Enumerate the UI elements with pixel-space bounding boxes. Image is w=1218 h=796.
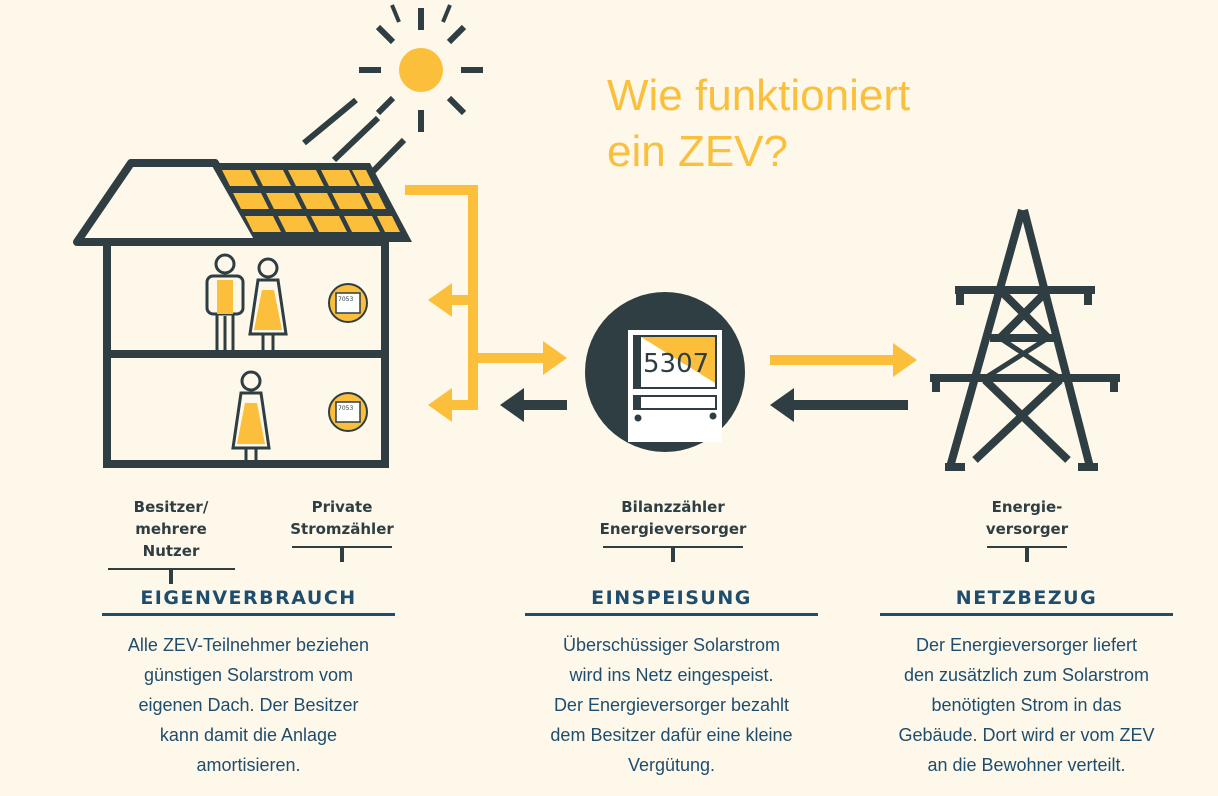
title-line-2: ein ZEV?: [607, 127, 788, 176]
sun-icon: [302, 4, 483, 218]
solar-flow-arrows: [405, 185, 917, 422]
label-supplier: Energie- versorger: [977, 496, 1077, 562]
private-meter-display: 7053: [338, 296, 353, 303]
label-private-meters: Private Stromzähler: [287, 496, 397, 562]
title-line-1: Wie funktioniert: [607, 71, 911, 120]
grid-flow-arrows: [500, 388, 908, 422]
balance-meter-icon: 5307: [585, 292, 745, 452]
label-owner: Besitzer/ mehrere Nutzer: [105, 496, 237, 584]
house-illustration: 7053 7053: [73, 159, 412, 468]
power-pylon-icon: [930, 208, 1120, 471]
label-line: Bilanzzähler: [621, 498, 725, 516]
person-woman-lower: [231, 370, 271, 462]
label-balance-meter: Bilanzzähler Energieversorger: [598, 496, 748, 562]
label-line: Besitzer/: [133, 498, 209, 516]
private-meter-icon: 7053: [328, 392, 368, 432]
label-line: mehrere Nutzer: [135, 520, 207, 560]
section-heading: EINSPEISUNG: [525, 587, 818, 616]
label-line: Energieversorger: [599, 520, 747, 538]
label-line: Energie-: [991, 498, 1063, 516]
section-heading: NETZBEZUG: [880, 587, 1173, 616]
label-underline: [107, 568, 235, 584]
person-woman: [248, 257, 288, 350]
label-underline: [603, 546, 743, 562]
meter-display: 5307: [643, 349, 709, 379]
solar-panels: [222, 170, 400, 232]
person-man: [205, 253, 245, 350]
section-heading: EIGENVERBRAUCH: [102, 587, 395, 616]
label-underline: [292, 546, 392, 562]
label-line: versorger: [985, 520, 1069, 538]
page-title: Wie funktioniert ein ZEV?: [607, 68, 910, 180]
label-line: Private: [311, 498, 373, 516]
private-meter-display: 7053: [338, 405, 353, 412]
section-eigenverbrauch: EIGENVERBRAUCH Alle ZEV-Teilnehmer bezie…: [102, 587, 395, 780]
private-meter-icon: 7053: [328, 283, 368, 323]
label-underline: [987, 546, 1067, 562]
label-line: Stromzähler: [290, 520, 394, 538]
